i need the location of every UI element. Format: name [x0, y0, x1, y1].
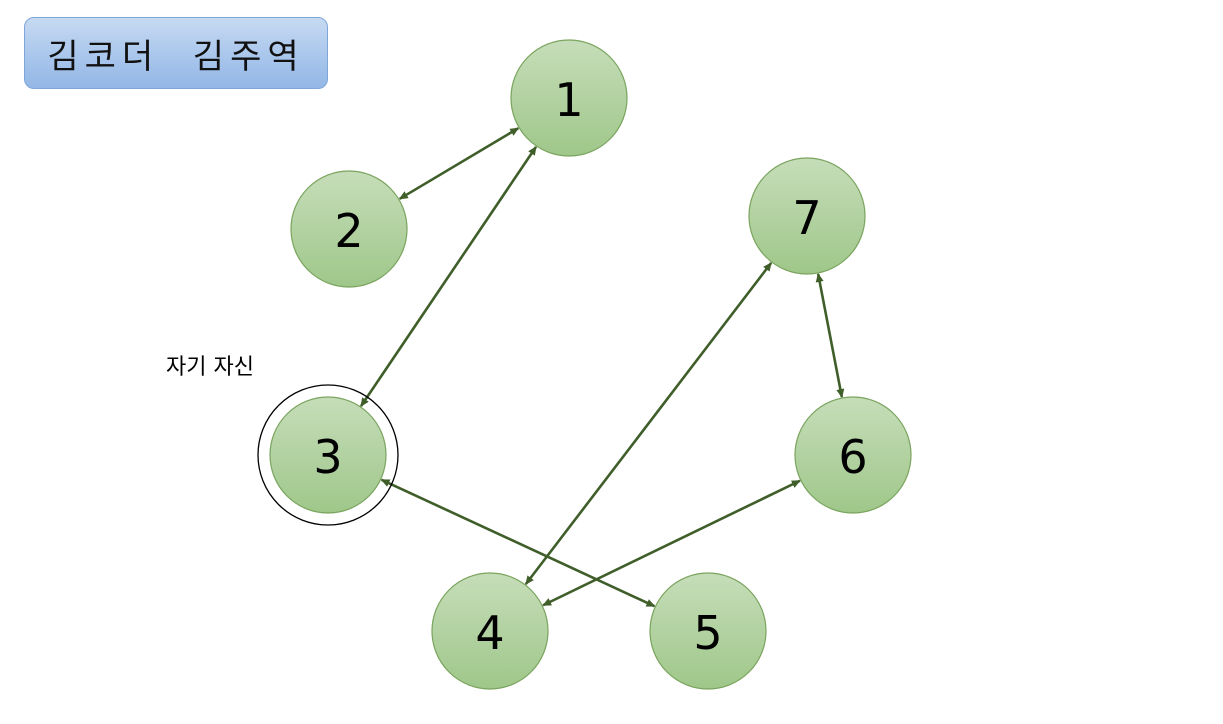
edge-6-7: [815, 272, 845, 399]
node-1: 1: [510, 39, 628, 157]
node-circle-2: [290, 170, 408, 288]
node-label-7: 7: [792, 191, 821, 245]
node-3: 3: [257, 384, 399, 526]
node-label-4: 4: [475, 606, 504, 660]
node-7: 7: [748, 157, 866, 275]
node-circle-7: [748, 157, 866, 275]
self-loop-ring: [257, 384, 399, 526]
edge-4-7: [524, 262, 773, 585]
edge-4-6: [542, 479, 801, 607]
edges-layer: [359, 127, 845, 608]
node-circle-4: [431, 572, 549, 690]
edge-1-3: [359, 146, 538, 407]
node-4: 4: [431, 572, 549, 690]
node-circle-6: [794, 396, 912, 514]
title-box: 김코더 김주역: [24, 17, 328, 89]
node-label-3: 3: [313, 430, 342, 484]
nodes-layer: 1 2 3 4 5 6 7: [257, 39, 912, 690]
node-5: 5: [649, 572, 767, 690]
node-label-6: 6: [838, 430, 867, 484]
self-loop-label: 자기 자신: [166, 355, 254, 380]
title-text: 김코더 김주역: [47, 36, 305, 77]
edge-1-2: [398, 127, 520, 200]
node-label-5: 5: [693, 606, 722, 660]
node-circle-5: [649, 572, 767, 690]
node-circle-3: [269, 396, 387, 514]
node-label-2: 2: [334, 204, 363, 258]
node-label-1: 1: [554, 73, 583, 127]
node-2: 2: [290, 170, 408, 288]
node-circle-1: [510, 39, 628, 157]
node-6: 6: [794, 396, 912, 514]
